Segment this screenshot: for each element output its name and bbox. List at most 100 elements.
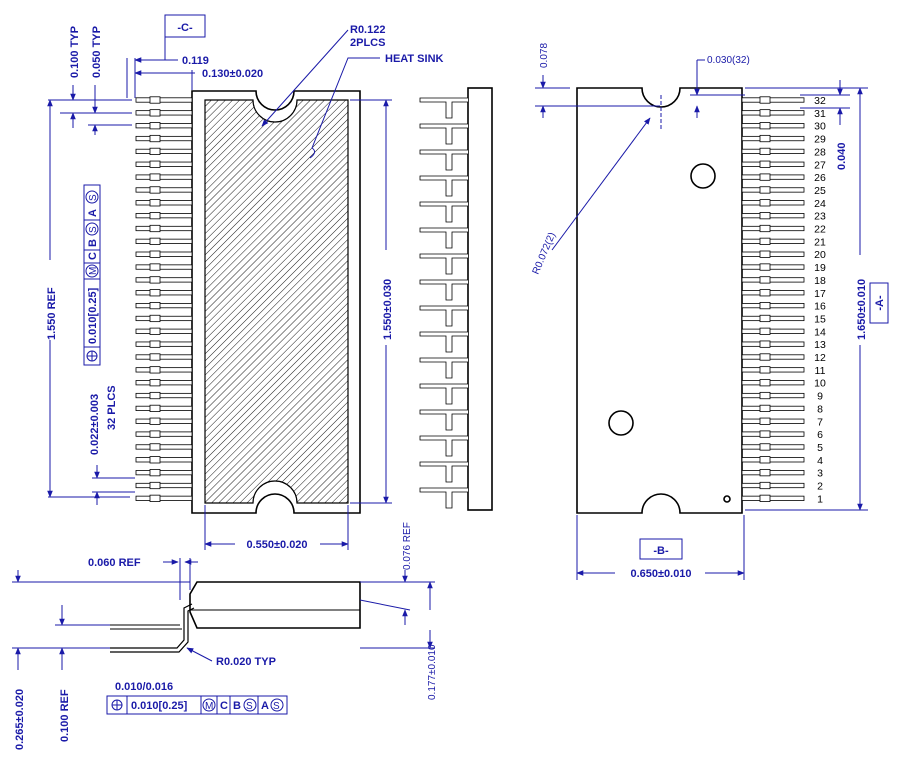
- top-lead: [135, 495, 193, 501]
- top-lead: [135, 174, 193, 180]
- svg-text:A: A: [261, 700, 269, 712]
- dim-2plcs: 2PLCS: [350, 37, 385, 49]
- dim-0040: 0.040: [836, 142, 848, 170]
- top-lead: [135, 213, 193, 219]
- bottom-body-outline: [576, 87, 743, 514]
- bottom-lead: [741, 251, 805, 257]
- end-lead: [419, 253, 468, 275]
- pin-number-label: 5: [817, 442, 823, 454]
- bottom-lead-tab: [759, 430, 771, 438]
- pin-number-label: 21: [814, 236, 826, 248]
- top-lead: [135, 367, 193, 373]
- bottom-lead: [741, 225, 805, 232]
- bottom-lead: [741, 354, 805, 360]
- top-lead-tab: [149, 353, 161, 361]
- pin1-mark: [723, 495, 731, 503]
- pin-number-label: 19: [814, 262, 826, 274]
- top-lead-tab: [149, 147, 161, 155]
- top-lead: [135, 392, 193, 399]
- pin-number-label: 12: [814, 352, 826, 364]
- dim-0078: 0.078: [539, 43, 550, 68]
- bottom-lead: [741, 380, 805, 386]
- top-lead: [135, 277, 193, 283]
- bottom-lead-tab: [759, 417, 771, 425]
- top-lead: [135, 97, 193, 103]
- end-lead: [419, 461, 468, 483]
- top-lead-tab: [149, 212, 161, 220]
- top-lead: [135, 187, 193, 193]
- bottom-lead-tab: [759, 481, 771, 490]
- bottom-lead: [741, 238, 805, 244]
- bottom-lead-tab: [759, 314, 771, 323]
- pin-number-label: 1: [817, 493, 823, 505]
- bottom-lead: [741, 392, 805, 399]
- bottom-lead: [741, 264, 805, 270]
- top-lead-tab: [149, 96, 161, 104]
- end-lead: [419, 279, 468, 301]
- end-lead: [419, 305, 468, 327]
- pin-number-label: 30: [814, 121, 826, 133]
- bottom-lead-tab: [759, 456, 771, 464]
- end-lead: [419, 175, 468, 197]
- top-lead: [135, 457, 193, 463]
- dim-pitch-typ: 0.100 TYP: [69, 26, 81, 78]
- bottom-lead-tab: [759, 353, 771, 361]
- bottom-lead: [741, 328, 805, 334]
- end-lead: [419, 201, 468, 223]
- datum-b-box: [639, 538, 683, 560]
- bottom-view: 3231302928272625242322212019181716151413…: [531, 43, 889, 580]
- bottom-lead-tab: [759, 443, 771, 451]
- end-lead: [419, 97, 468, 119]
- top-lead-tab: [149, 109, 161, 117]
- top-lead: [135, 238, 193, 244]
- top-lead: [135, 302, 193, 309]
- svg-text:S: S: [88, 194, 99, 201]
- dim-0550: 0.550±0.020: [246, 539, 307, 551]
- bottom-lead-tab: [759, 250, 771, 258]
- datum-c-box: [164, 14, 206, 38]
- top-lead-tab: [149, 327, 161, 335]
- datum-a-label: -A-: [874, 295, 886, 311]
- svg-text:A: A: [87, 209, 99, 217]
- dim-0265: 0.265±0.020: [14, 689, 26, 750]
- bottom-lead-tab: [759, 404, 771, 413]
- top-lead: [135, 341, 193, 347]
- dim-0100-ref: 0.100 REF: [59, 689, 71, 742]
- pin-number-label: 13: [814, 339, 826, 351]
- bottom-hole-bottom: [608, 410, 634, 436]
- end-lead: [419, 383, 468, 405]
- top-lead: [135, 470, 193, 476]
- bottom-lead: [741, 290, 805, 296]
- top-lead-tab: [149, 134, 161, 143]
- svg-text:S: S: [88, 226, 99, 233]
- pin-number-label: 3: [817, 468, 823, 480]
- bottom-lead: [741, 482, 805, 489]
- pin-number-label: 14: [814, 326, 826, 338]
- bottom-hole-top: [690, 163, 716, 189]
- dim-1550-ref: 1.550 REF: [46, 287, 58, 340]
- dim-0177: 0.177±0.010: [427, 644, 438, 700]
- top-lead: [135, 161, 193, 167]
- dim-0119: 0.119: [182, 55, 209, 67]
- bottom-lead-tab: [759, 224, 771, 233]
- top-lead-tab: [149, 417, 161, 425]
- dim-r0020: R0.020 TYP: [216, 656, 276, 668]
- top-lead: [135, 418, 193, 424]
- top-lead-tab: [149, 160, 161, 168]
- pin-number-label: 10: [814, 378, 826, 390]
- pin-number-labels: 3231302928272625242322212019181716151413…: [814, 95, 826, 505]
- svg-text:S: S: [246, 701, 253, 712]
- bottom-lead: [741, 110, 805, 116]
- top-lead-tab: [149, 443, 161, 451]
- bottom-lead: [741, 213, 805, 219]
- top-lead: [135, 315, 193, 322]
- top-lead-tab: [149, 263, 161, 271]
- top-lead: [135, 110, 193, 116]
- top-view: 0.100 TYP 0.050 TYP -C- 0.119 0.130±0.02…: [46, 14, 444, 551]
- bottom-lead: [741, 200, 805, 206]
- bottom-lead-tab: [759, 147, 771, 155]
- pin-number-label: 15: [814, 313, 826, 325]
- svg-text:B: B: [233, 700, 241, 712]
- bottom-lead-tab: [759, 199, 771, 207]
- dim-r0122: R0.122: [350, 24, 385, 36]
